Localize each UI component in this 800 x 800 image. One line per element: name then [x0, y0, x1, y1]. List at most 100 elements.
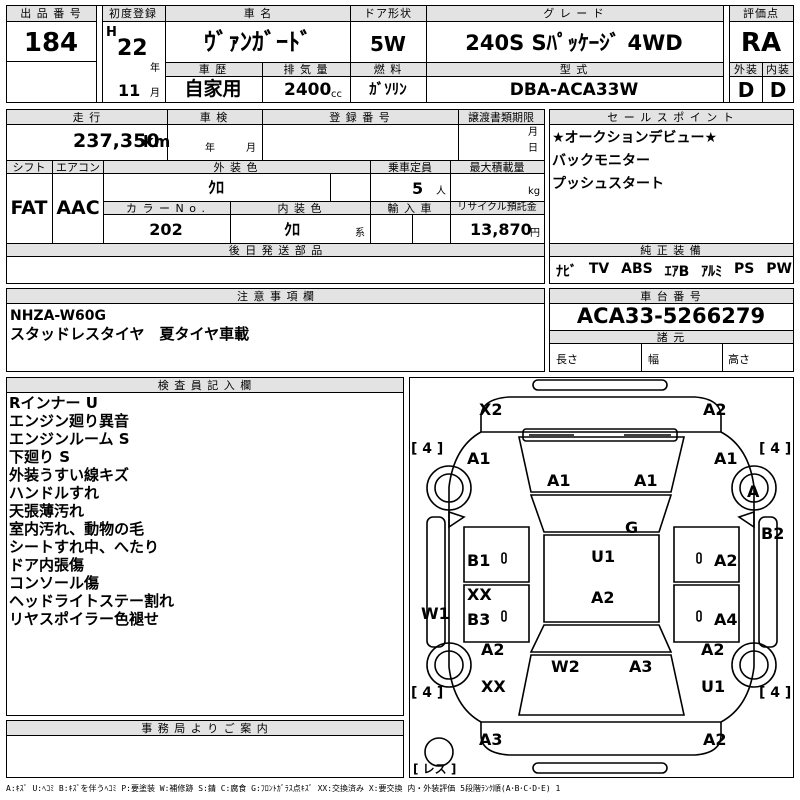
interior-color-value: ｸﾛ — [283, 220, 301, 239]
grade-label: グ レ ー ド — [543, 7, 605, 20]
left-body-outline — [448, 431, 482, 723]
equipment-abs: ABS — [621, 261, 653, 277]
vehicle-info-grid — [6, 109, 545, 284]
note-line: 天張薄汚れ — [9, 502, 85, 520]
car-name: ｳﾞｧﾝｶﾞｰﾄﾞ — [204, 28, 312, 56]
equipment-list: ﾅﾋﾞ TV ABS ｴｱB ｱﾙﾐ PS PW — [556, 261, 792, 281]
left-front-wheel-shape — [426, 465, 472, 511]
tire-mark-front-right: [ 4 ] — [759, 441, 791, 457]
equipment-tv: TV — [588, 261, 610, 277]
door-handle-shape — [696, 610, 702, 622]
office-notice-label: 事 務 局 よ り ご 案 内 — [141, 722, 269, 735]
model-label: 型 式 — [559, 63, 589, 76]
interior-label: 内装 — [766, 63, 790, 76]
damage-diagram-box — [409, 377, 794, 778]
note-line: エンジンルーム S — [9, 430, 130, 448]
month-unit: 月 — [150, 88, 160, 99]
left-sill-shape — [426, 516, 446, 648]
shift-label: シフト — [12, 161, 46, 174]
interior-grade: D — [769, 78, 787, 102]
equipment-label: 純 正 装 備 — [640, 244, 702, 257]
history-label: 車 歴 — [198, 63, 228, 76]
mileage-label: 走 行 — [72, 111, 102, 124]
rear-bumper-shape — [480, 721, 722, 756]
history-value: 自家用 — [184, 78, 242, 100]
mileage-unit: km — [143, 132, 171, 151]
capacity-unit: 人 — [436, 186, 446, 197]
caution-line-1: NHZA-W60G — [10, 308, 107, 324]
fuel-label: 燃 料 — [373, 63, 403, 76]
tire-mark-front-left: [ 4 ] — [411, 441, 443, 457]
note-line: リヤスポイラー色褪せ — [9, 610, 160, 628]
door-type-label: ドア形状 — [364, 7, 412, 20]
damage-code: A2 — [701, 640, 725, 659]
right-front-wheel-shape — [731, 465, 777, 511]
import-label: 輸 入 車 — [387, 202, 433, 215]
right-front-wheel-inner-shape — [739, 473, 769, 503]
damage-code: W1 — [421, 604, 450, 623]
exterior-label: 外装 — [734, 63, 758, 76]
right-front-door-shape — [673, 526, 740, 583]
windshield-shape — [529, 494, 673, 533]
damage-code: G — [625, 518, 638, 537]
year-unit: 年 — [150, 63, 160, 74]
door-type: 5W — [370, 32, 406, 56]
damage-code: A2 — [481, 640, 505, 659]
door-handle-shape — [501, 552, 507, 564]
left-rear-wheel-shape — [426, 642, 472, 688]
max-load-label: 最大積載量 — [469, 161, 525, 174]
door-handle-shape — [501, 610, 507, 622]
era-mark: H — [106, 25, 117, 40]
equipment-ps: PS — [734, 261, 755, 277]
exterior-color-value: ｸﾛ — [207, 178, 225, 197]
hood-shape — [518, 436, 686, 493]
right-body-outline — [720, 431, 755, 723]
mileage-value: 237,350 — [73, 130, 160, 152]
transfer-deadline-label: 譲渡書類期限 — [468, 111, 534, 124]
legend-text: A:ｷｽﾞ U:ﾍｺﾐ B:ｷｽﾞを伴うﾍｺﾐ P:要塗装 W:補修跡 S:錆 … — [6, 784, 561, 793]
chassis-number: ACA33-5266279 — [576, 304, 766, 328]
right-mirror-shape — [737, 510, 755, 529]
first-registration-label: 初度登録 — [109, 7, 157, 20]
left-front-door-shape — [463, 526, 530, 583]
inspection-month-unit: 月 — [246, 143, 256, 154]
capacity-value: 5 — [412, 179, 424, 198]
sales-point-3: プッシュスタート — [552, 176, 664, 192]
roof-shape — [543, 534, 660, 623]
exterior-grade: D — [737, 78, 755, 102]
damage-code: A2 — [703, 730, 727, 749]
transfer-month-unit: 月 — [528, 127, 538, 138]
registration-month: 11 — [118, 81, 141, 100]
inspection-label: 車 検 — [199, 111, 229, 124]
damage-code: A1 — [714, 449, 738, 468]
aircon-label: エアコン — [56, 161, 100, 174]
left-rear-door-shape — [463, 584, 530, 643]
tire-mark-rear-right: [ 4 ] — [759, 685, 791, 701]
lot-number-label: 出 品 番 号 — [20, 7, 82, 20]
recycle-deposit-value: 13,870 — [470, 220, 532, 239]
interior-color-label: 内 装 色 — [277, 202, 323, 215]
inspector-notes-label: 検 査 員 記 入 欄 — [157, 379, 253, 392]
damage-code: A4 — [714, 610, 738, 629]
damage-code: W2 — [551, 657, 580, 676]
equipment-pw: PW — [766, 261, 792, 277]
color-number-value: 202 — [149, 220, 183, 239]
inspector-notes-list: Rインナー U エンジン廻り異音 エンジンルーム S 下廻り S 外装うすい線キ… — [9, 394, 174, 628]
displacement-label: 排 気 量 — [283, 63, 329, 76]
caution-line-2: スタッドレスタイヤ 夏タイヤ車載 — [10, 325, 250, 343]
score-value: RA — [740, 28, 782, 58]
office-notice-box — [6, 720, 404, 778]
fuel-value: ｶﾞｿﾘﾝ — [369, 80, 407, 98]
note-line: エンジン廻り異音 — [9, 412, 130, 430]
note-line: 室内汚れ、動物の毛 — [9, 520, 145, 538]
damage-code: A1 — [547, 471, 571, 490]
height-label: 高さ — [728, 353, 750, 366]
capacity-label: 乗車定員 — [388, 161, 432, 174]
right-sill-shape — [758, 516, 778, 648]
damage-code: A2 — [714, 551, 738, 570]
car-damage-diagram: [ 4 ] [ 4 ] [ 4 ] [ 4 ] [ レス ] X2 A2 A1 … — [411, 379, 791, 776]
exterior-color-label: 外 装 色 — [213, 161, 259, 174]
damage-code: A2 — [703, 400, 727, 419]
aircon-value: AAC — [56, 197, 100, 219]
front-bumper-shape — [480, 396, 722, 433]
